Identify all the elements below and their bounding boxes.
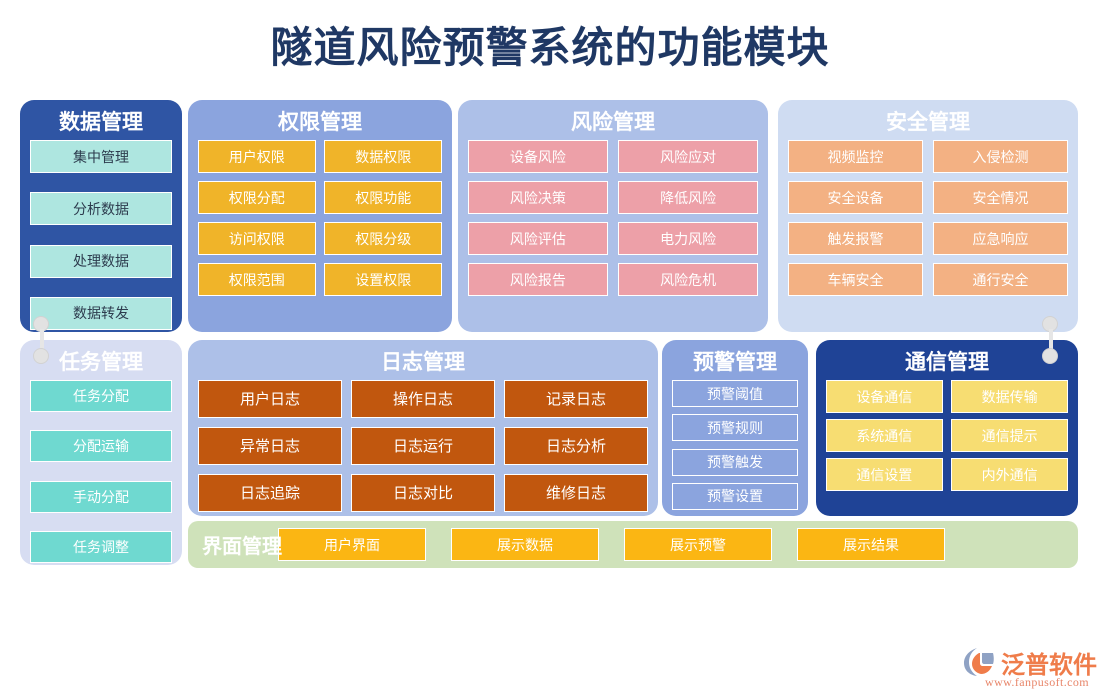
module-item[interactable]: 预警阈值 bbox=[672, 380, 798, 407]
panel-title-safety-management: 安全管理 bbox=[886, 110, 970, 134]
panel-interface-management: 界面管理 用户界面 展示数据 展示预警 展示结果 bbox=[188, 521, 1078, 568]
module-item[interactable]: 用户界面 bbox=[278, 528, 426, 561]
panel-title-risk-management: 风险管理 bbox=[571, 110, 655, 134]
module-item[interactable]: 通行安全 bbox=[933, 263, 1068, 296]
fanpu-logo-icon bbox=[964, 648, 994, 676]
item-list-task-management: 任务分配 分配运输 手动分配 任务调整 bbox=[30, 380, 172, 563]
brand-logo: 泛普软件 www.fanpusoft.com bbox=[963, 645, 1097, 693]
panel-title-permission-management: 权限管理 bbox=[278, 110, 362, 134]
module-item[interactable]: 展示结果 bbox=[797, 528, 945, 561]
module-item[interactable]: 安全情况 bbox=[933, 181, 1068, 214]
module-item[interactable]: 触发报警 bbox=[788, 222, 923, 255]
panel-safety-management: 安全管理 视频监控 入侵检测 安全设备 安全情况 触发报警 应急响应 车辆安全 … bbox=[778, 100, 1078, 332]
module-item[interactable]: 风险危机 bbox=[618, 263, 758, 296]
panel-task-management: 任务管理 任务分配 分配运输 手动分配 任务调整 bbox=[20, 340, 182, 565]
connector-dot-icon bbox=[33, 348, 49, 364]
module-item[interactable]: 风险决策 bbox=[468, 181, 608, 214]
module-item[interactable]: 数据转发 bbox=[30, 296, 172, 330]
module-item[interactable]: 分配运输 bbox=[30, 430, 172, 463]
module-item[interactable]: 日志运行 bbox=[351, 427, 495, 465]
module-item[interactable]: 记录日志 bbox=[504, 380, 648, 418]
module-item[interactable]: 处理数据 bbox=[30, 244, 172, 278]
module-item[interactable]: 预警触发 bbox=[672, 448, 798, 476]
module-item[interactable]: 异常日志 bbox=[198, 427, 342, 465]
module-item[interactable]: 应急响应 bbox=[933, 222, 1068, 255]
brand-url: www.fanpusoft.com bbox=[985, 675, 1090, 689]
module-item[interactable]: 数据传输 bbox=[951, 380, 1068, 413]
module-item[interactable]: 预警规则 bbox=[672, 414, 798, 442]
panel-log-management: 日志管理 用户日志 操作日志 记录日志 异常日志 日志运行 日志分析 日志追踪 … bbox=[188, 340, 658, 516]
panel-title-log-management: 日志管理 bbox=[381, 350, 465, 374]
module-item[interactable]: 日志分析 bbox=[504, 427, 648, 465]
item-list-safety-management: 视频监控 入侵检测 安全设备 安全情况 触发报警 应急响应 车辆安全 通行安全 bbox=[788, 140, 1068, 304]
module-item[interactable]: 安全设备 bbox=[788, 181, 923, 214]
module-item[interactable]: 视频监控 bbox=[788, 140, 923, 173]
module-item[interactable]: 风险报告 bbox=[468, 263, 608, 296]
module-item[interactable]: 维修日志 bbox=[504, 474, 648, 512]
item-list-communication-management: 设备通信 数据传输 系统通信 通信提示 通信设置 内外通信 bbox=[826, 380, 1068, 497]
panel-communication-management: 通信管理 设备通信 数据传输 系统通信 通信提示 通信设置 内外通信 bbox=[816, 340, 1078, 516]
module-item[interactable]: 内外通信 bbox=[951, 458, 1068, 491]
item-list-log-management: 用户日志 操作日志 记录日志 异常日志 日志运行 日志分析 日志追踪 日志对比 … bbox=[198, 380, 648, 521]
panel-warning-management: 预警管理 预警阈值 预警规则 预警触发 预警设置 bbox=[662, 340, 808, 516]
module-item[interactable]: 展示数据 bbox=[451, 528, 599, 561]
module-item[interactable]: 权限分配 bbox=[198, 181, 316, 214]
item-list-warning-management: 预警阈值 预警规则 预警触发 预警设置 bbox=[672, 380, 798, 510]
module-item[interactable]: 用户日志 bbox=[198, 380, 342, 418]
module-item[interactable]: 设置权限 bbox=[324, 263, 442, 296]
module-item[interactable]: 风险评估 bbox=[468, 222, 608, 255]
module-item[interactable]: 用户权限 bbox=[198, 140, 316, 173]
module-item[interactable]: 数据权限 bbox=[324, 140, 442, 173]
module-item[interactable]: 集中管理 bbox=[30, 140, 172, 173]
module-item[interactable]: 权限分级 bbox=[324, 222, 442, 255]
panel-data-management: 数据管理 集中管理 分析数据 处理数据 数据转发 bbox=[20, 100, 182, 332]
panel-title-communication-management: 通信管理 bbox=[905, 350, 989, 374]
module-item[interactable]: 访问权限 bbox=[198, 222, 316, 255]
module-item[interactable]: 通信设置 bbox=[826, 458, 943, 491]
module-item[interactable]: 通信提示 bbox=[951, 419, 1068, 452]
module-item[interactable]: 日志追踪 bbox=[198, 474, 342, 512]
brand-name: 泛普软件 bbox=[1001, 653, 1097, 679]
panel-title-task-management: 任务管理 bbox=[59, 350, 143, 374]
module-item[interactable]: 权限功能 bbox=[324, 181, 442, 214]
item-list-permission-management: 用户权限 数据权限 权限分配 权限功能 访问权限 权限分级 权限范围 设置权限 bbox=[198, 140, 442, 304]
module-item[interactable]: 手动分配 bbox=[30, 480, 172, 513]
module-item[interactable]: 日志对比 bbox=[351, 474, 495, 512]
module-item[interactable]: 展示预警 bbox=[624, 528, 772, 561]
module-item[interactable]: 风险应对 bbox=[618, 140, 758, 173]
panel-title-data-management: 数据管理 bbox=[59, 110, 143, 134]
panel-title-warning-management: 预警管理 bbox=[693, 350, 777, 374]
module-item[interactable]: 设备通信 bbox=[826, 380, 943, 413]
module-item[interactable]: 任务调整 bbox=[30, 530, 172, 563]
module-item[interactable]: 操作日志 bbox=[351, 380, 495, 418]
item-list-risk-management: 设备风险 风险应对 风险决策 降低风险 风险评估 电力风险 风险报告 风险危机 bbox=[468, 140, 758, 304]
connector-left bbox=[33, 316, 51, 364]
module-item[interactable]: 入侵检测 bbox=[933, 140, 1068, 173]
item-list-interface-management: 用户界面 展示数据 展示预警 展示结果 bbox=[278, 528, 970, 561]
module-item[interactable]: 电力风险 bbox=[618, 222, 758, 255]
module-item[interactable]: 车辆安全 bbox=[788, 263, 923, 296]
module-item[interactable]: 设备风险 bbox=[468, 140, 608, 173]
module-item[interactable]: 预警设置 bbox=[672, 482, 798, 510]
module-item[interactable]: 降低风险 bbox=[618, 181, 758, 214]
connector-dot-icon bbox=[1042, 348, 1058, 364]
module-item[interactable]: 系统通信 bbox=[826, 419, 943, 452]
interface-management-label: 界面管理 bbox=[202, 536, 282, 558]
item-list-data-management: 集中管理 分析数据 处理数据 数据转发 bbox=[30, 140, 172, 330]
panel-risk-management: 风险管理 设备风险 风险应对 风险决策 降低风险 风险评估 电力风险 风险报告 … bbox=[458, 100, 768, 332]
panel-permission-management: 权限管理 用户权限 数据权限 权限分配 权限功能 访问权限 权限分级 权限范围 … bbox=[188, 100, 452, 332]
page-title: 隧道风险预警系统的功能模块 bbox=[270, 26, 830, 72]
module-item[interactable]: 分析数据 bbox=[30, 192, 172, 226]
connector-stem bbox=[1049, 329, 1053, 351]
connector-stem bbox=[40, 329, 44, 351]
module-item[interactable]: 任务分配 bbox=[30, 380, 172, 412]
module-item[interactable]: 权限范围 bbox=[198, 263, 316, 296]
connector-right bbox=[1042, 316, 1060, 364]
